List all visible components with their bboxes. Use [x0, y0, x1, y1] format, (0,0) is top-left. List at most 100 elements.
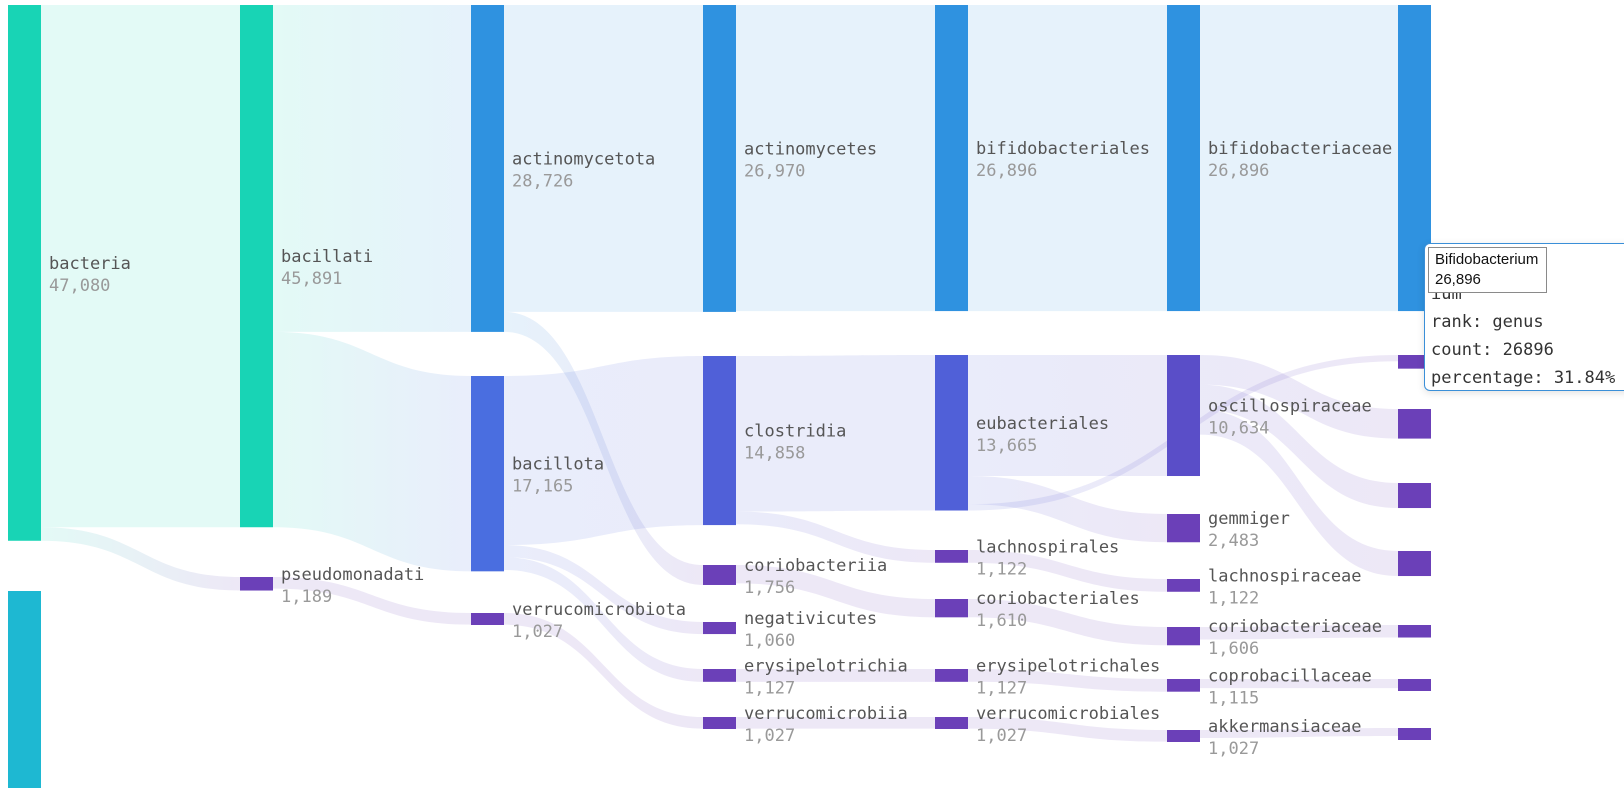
- value-coprobacillaceae: 1,115: [1208, 688, 1259, 708]
- node-actinomycetota[interactable]: [471, 5, 504, 332]
- node-bacillati[interactable]: [240, 5, 273, 528]
- value-erysipelotrichales: 1,127: [976, 678, 1027, 698]
- link-erysipelotrichales-to-coprobacillaceae[interactable]: [968, 669, 1167, 692]
- node-pseudomonadati[interactable]: [240, 577, 273, 591]
- link-verrucomicrobiia-to-verrucomicrobiales[interactable]: [736, 717, 935, 729]
- link-coriobacteriales-to-coriobacteriaceae[interactable]: [968, 599, 1167, 646]
- link-bacillota-to-erysipelotrichia[interactable]: [504, 557, 703, 682]
- node-genus-6[interactable]: [1398, 625, 1431, 638]
- value-erysipelotrichia: 1,127: [744, 678, 795, 698]
- node-coprobacillaceae[interactable]: [1167, 679, 1200, 692]
- value-pseudomonadati: 1,189: [281, 587, 332, 607]
- label-bifidobacteriales: bifidobacteriales: [976, 139, 1150, 159]
- label-coriobacteriia: coriobacteriia: [744, 556, 887, 576]
- link-bacteria-to-bacillati[interactable]: [41, 5, 240, 528]
- link-oscillospiraceae-to-genus-3[interactable]: [1200, 355, 1398, 439]
- label-coriobacteriales: coriobacteriales: [976, 589, 1140, 609]
- value-bacillati: 45,891: [281, 269, 342, 289]
- link-verrucomicrobiales-to-akkermansiaceae[interactable]: [968, 717, 1167, 742]
- node-genus-2[interactable]: [1398, 355, 1431, 369]
- link-bifidobacteriales-to-bifidobacteriaceae[interactable]: [968, 5, 1167, 312]
- value-oscillospiraceae: 10,634: [1208, 419, 1269, 439]
- node-oscillospiraceae[interactable]: [1167, 355, 1200, 477]
- link-akkermansiaceae-to-genus-8[interactable]: [1200, 728, 1398, 738]
- label-verrucomicrobiota: verrucomicrobiota: [512, 600, 686, 620]
- label-akkermansiaceae: akkermansiaceae: [1208, 717, 1362, 737]
- node-erysipelotrichales[interactable]: [935, 669, 968, 682]
- label-lachnospirales: lachnospirales: [976, 537, 1119, 557]
- tooltip-count: count: 26896: [1431, 340, 1554, 360]
- nodes-layer: [8, 5, 1431, 788]
- label-lachnospiraceae: lachnospiraceae: [1208, 566, 1362, 586]
- label-oscillospiraceae: oscillospiraceae: [1208, 397, 1372, 417]
- node-bifidobacteriaceae[interactable]: [1167, 5, 1200, 312]
- label-verrucomicrobiia: verrucomicrobiia: [744, 704, 908, 724]
- node-actinomycetes[interactable]: [703, 5, 736, 312]
- node-bifidobacteriales[interactable]: [935, 5, 968, 312]
- node-tooltip: ium rank: genus count: 26896 percentage:…: [1424, 243, 1624, 391]
- link-coriobacteriia-to-coriobacteriales[interactable]: [736, 565, 935, 618]
- node-genus-8[interactable]: [1398, 728, 1431, 740]
- node-lachnospiraceae[interactable]: [1167, 579, 1200, 592]
- link-oscillospiraceae-to-genus-5[interactable]: [1200, 409, 1398, 577]
- node-eubacteriales[interactable]: [935, 355, 968, 511]
- link-coriobacteriaceae-to-genus-6[interactable]: [1200, 625, 1398, 640]
- link-eubacteriales-to-gemmiger[interactable]: [968, 476, 1167, 543]
- node-genus-3[interactable]: [1398, 409, 1431, 439]
- label-bifidobacteriaceae: bifidobacteriaceae: [1208, 139, 1392, 159]
- node-coriobacteriia[interactable]: [703, 565, 736, 585]
- node-coriobacteriales[interactable]: [935, 599, 968, 618]
- link-clostridia-to-eubacteriales[interactable]: [736, 355, 935, 512]
- node-verrucomicrobiota[interactable]: [471, 613, 504, 625]
- label-bacillota: bacillota: [512, 455, 604, 475]
- value-coriobacteriaceae: 1,606: [1208, 639, 1259, 659]
- node-erysipelotrichia[interactable]: [703, 669, 736, 682]
- value-clostridia: 14,858: [744, 444, 805, 464]
- label-gemmiger: gemmiger: [1208, 509, 1290, 529]
- link-actinomycetes-to-bifidobacteriales[interactable]: [736, 5, 935, 312]
- link-verrucomicrobiota-to-verrucomicrobiia[interactable]: [504, 613, 703, 729]
- label-erysipelotrichia: erysipelotrichia: [744, 656, 908, 676]
- link-bifidobacteriaceae-to-bifidobacterium[interactable]: [1200, 5, 1398, 312]
- node-clostridia[interactable]: [703, 356, 736, 526]
- value-coriobacteriales: 1,610: [976, 611, 1027, 631]
- node-coriobacteriaceae[interactable]: [1167, 627, 1200, 646]
- link-pseudomonadati-to-verrucomicrobiota[interactable]: [273, 577, 471, 625]
- label-coprobacillaceae: coprobacillaceae: [1208, 666, 1372, 686]
- link-eubacteriales-to-oscillospiraceae[interactable]: [968, 355, 1167, 477]
- link-bacillota-to-clostridia[interactable]: [504, 356, 703, 546]
- label-eubacteriales: eubacteriales: [976, 414, 1109, 434]
- link-oscillospiraceae-to-genus-4[interactable]: [1200, 384, 1398, 509]
- value-negativicutes: 1,060: [744, 631, 795, 651]
- label-bacillati: bacillati: [281, 247, 373, 267]
- link-bacillota-to-negativicutes[interactable]: [504, 545, 703, 635]
- node-genus-7[interactable]: [1398, 679, 1431, 691]
- link-clostridia-to-lachnospirales[interactable]: [736, 511, 935, 563]
- link-coprobacillaceae-to-genus-7[interactable]: [1200, 679, 1398, 689]
- node-gemmiger[interactable]: [1167, 514, 1200, 543]
- node-bacillota[interactable]: [471, 376, 504, 572]
- link-bacillati-to-bacillota[interactable]: [273, 331, 471, 572]
- node-genus-5[interactable]: [1398, 551, 1431, 577]
- value-verrucomicrobiota: 1,027: [512, 622, 563, 642]
- node-genus-4[interactable]: [1398, 483, 1431, 509]
- label-bacteria: bacteria: [49, 254, 131, 274]
- link-bacillati-to-actinomycetota[interactable]: [273, 5, 471, 332]
- node-bacteria[interactable]: [8, 5, 41, 541]
- value-bacteria: 47,080: [49, 276, 110, 296]
- link-actinomycetota-to-actinomycetes[interactable]: [504, 5, 703, 312]
- value-actinomycetes: 26,970: [744, 161, 805, 181]
- value-actinomycetota: 28,726: [512, 171, 573, 191]
- node-verrucomicrobiia[interactable]: [703, 717, 736, 729]
- node-akkermansiaceae[interactable]: [1167, 730, 1200, 742]
- label-clostridia: clostridia: [744, 422, 846, 442]
- link-erysipelotrichia-to-erysipelotrichales[interactable]: [736, 669, 935, 682]
- node-other-root[interactable]: [8, 591, 41, 788]
- link-lachnospirales-to-lachnospiraceae[interactable]: [968, 550, 1167, 592]
- node-lachnospirales[interactable]: [935, 550, 968, 563]
- node-negativicutes[interactable]: [703, 622, 736, 635]
- node-verrucomicrobiales[interactable]: [935, 717, 968, 729]
- link-bacteria-to-pseudomonadati[interactable]: [41, 527, 240, 591]
